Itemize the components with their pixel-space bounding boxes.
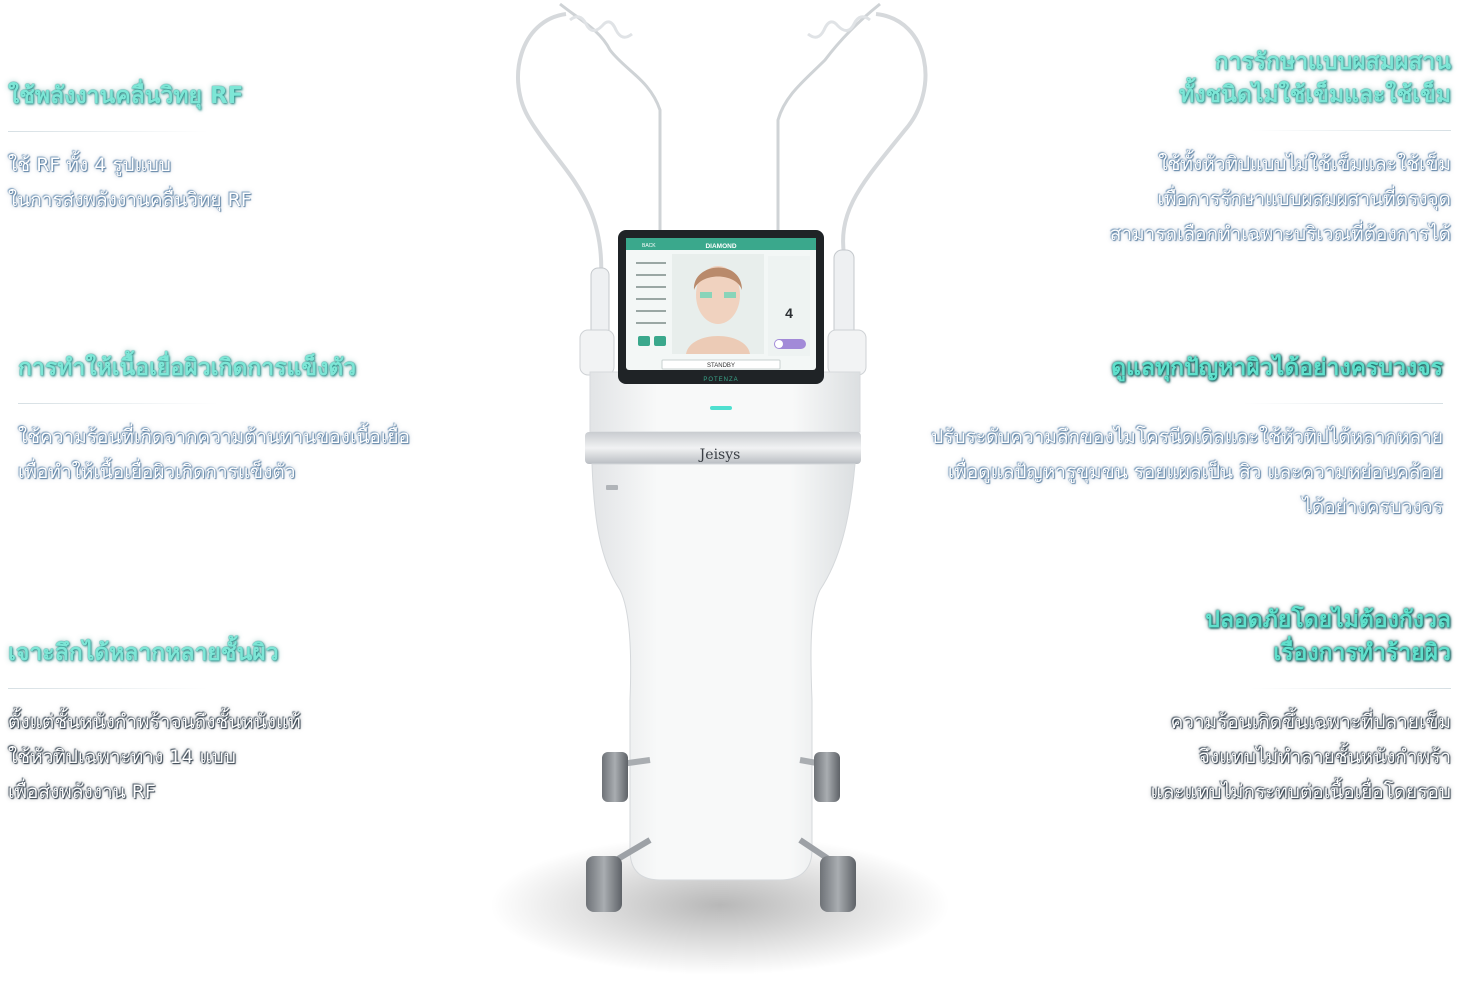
feature-line: เพื่อทำให้เนื้อเยื่อผิวเกิดการแข็งตัว: [18, 461, 296, 483]
treatment-zone-left: [700, 292, 712, 298]
feature-coagulation: การทำให้เนื้อเยื่อผิวเกิดการแข็งตัว ใช้ค…: [18, 352, 410, 490]
feature-line: เพื่อส่งพลังงาน RF: [8, 781, 156, 803]
coil-loops-left: [569, 15, 633, 39]
screen-left-settings: [636, 262, 666, 324]
feature-title-line: การรักษาแบบผสมผสาน: [1214, 49, 1451, 75]
feature-title: ใช้พลังงานคลื่นวิทยุ RF: [8, 83, 244, 109]
coil-loops-right: [807, 15, 871, 39]
feature-description: ปรับระดับความลึกของไมโครนีดเดิลและใช้หัว…: [931, 420, 1443, 525]
coiled-cable-left: [559, 2, 662, 230]
screen-header-bar: [626, 238, 816, 250]
feature-line: และแทบไม่กระทบต่อเนื้อเยื่อโดยรอบ: [1150, 781, 1451, 803]
feature-line: ใช้ความร้อนที่เกิดจากความต้านทานของเนื้อ…: [18, 426, 410, 448]
screen-tip-button-2[interactable]: [654, 336, 666, 346]
feature-divider: [1243, 403, 1443, 404]
feature-divider: [18, 403, 218, 404]
screen-back-label: BACK: [642, 243, 656, 249]
product-logo: POTENZA: [703, 377, 738, 383]
feature-line: ได้อย่างครบวงจร: [1302, 496, 1443, 518]
face-illustration: [696, 266, 740, 324]
feature-title: เจาะลึกได้หลากหลายชั้นผิว: [8, 640, 279, 666]
handpiece-left: [590, 267, 610, 339]
handpiece-cable-left: [516, 12, 604, 291]
wheel-front-right: [820, 856, 856, 912]
feature-description: ความร้อนเกิดขึ้นเฉพาะที่ปลายเข็ม จึงแทบไ…: [1150, 705, 1451, 810]
feature-line: ตั้งแต่ชั้นหนังกำพร้าจนถึงชั้นหนังแท้: [8, 711, 301, 733]
feature-safety: ปลอดภัยโดยไม่ต้องกังวล เรื่องการทำร้ายผิ…: [1150, 604, 1451, 810]
feature-description: ใช้ RF ทั้ง 4 รูปแบบ ในการส่งพลังงานคลื่…: [8, 148, 252, 218]
face-hair: [693, 267, 742, 290]
feature-title-line: เรื่องการทำร้ายผิว: [1273, 640, 1451, 666]
handpiece-holder-left: [579, 329, 615, 376]
feature-divider: [8, 131, 208, 132]
screen-tip-button-1[interactable]: [638, 336, 650, 346]
feature-rf-energy: ใช้พลังงานคลื่นวิทยุ RF ใช้ RF ทั้ง 4 รู…: [8, 80, 252, 218]
screen-mode-label: DIAMOND: [705, 243, 736, 250]
feature-line: เพื่อการรักษาแบบผสมผสานที่ตรงจุด: [1157, 188, 1451, 210]
screen-status-bar: [661, 359, 781, 370]
feature-line: เพื่อดูแลปัญหารูขุมขน รอยแผลเป็น สิว และ…: [947, 461, 1443, 483]
feature-title-line: ทั้งชนิดไม่ใช้เข็มและใช้เข็ม: [1179, 82, 1451, 108]
feature-title-line: ปลอดภัยโดยไม่ต้องกังวล: [1205, 607, 1451, 633]
feature-line: ปรับระดับความลึกของไมโครนีดเดิลและใช้หัว…: [931, 426, 1443, 448]
feature-line: ใช้หัวทิปเฉพาะทาง 14 แบบ: [8, 746, 236, 768]
brand-band: [585, 432, 861, 464]
wheel-back-right: [814, 752, 840, 802]
body-label: [606, 485, 618, 490]
feature-divider: [1251, 688, 1451, 689]
wheel-front-left: [586, 856, 622, 912]
depth-value: 4: [785, 305, 793, 321]
feature-title-line: ดูแลทุกปัญหาผิวได้อย่างครบวงจร: [1111, 355, 1443, 381]
feature-description: ตั้งแต่ชั้นหนังกำพร้าจนถึงชั้นหนังแท้ ใช…: [8, 705, 301, 810]
feature-line: จึงแทบไม่ทำลายชั้นหนังกำพร้า: [1198, 746, 1451, 768]
coiled-cable-right: [776, 2, 881, 230]
feature-comprehensive-care: ดูแลทุกปัญหาผิวได้อย่างครบวงจร ปรับระดับ…: [931, 352, 1443, 525]
status-light: [710, 406, 732, 410]
face-shoulders: [686, 336, 750, 354]
feature-line: สามารถเลือกทำเฉพาะบริเวณที่ต้องการได้: [1109, 223, 1451, 245]
brand-logo: Jeisys: [698, 447, 741, 463]
device-body: [591, 463, 856, 881]
feature-line: ในการส่งพลังงานคลื่นวิทยุ RF: [8, 189, 252, 211]
feature-line: ความร้อนเกิดขึ้นเฉพาะที่ปลายเข็ม: [1170, 711, 1451, 733]
feature-divider: [8, 688, 208, 689]
feature-multi-depth: เจาะลึกได้หลากหลายชั้นผิว ตั้งแต่ชั้นหนั…: [8, 637, 301, 810]
feature-description: ใช้ความร้อนที่เกิดจากความต้านทานของเนื้อ…: [18, 420, 410, 490]
feature-combined-treatment: การรักษาแบบผสมผสาน ทั้งชนิดไม่ใช้เข็มและ…: [1110, 46, 1451, 252]
screen-toggle-knob: [775, 340, 783, 348]
handpiece-holder-right: [827, 329, 867, 376]
potenza-device-illustration: Jeisys BACK DIAMOND 4 STANDBY POTENZA: [490, 2, 950, 975]
feature-line: ใช้ RF ทั้ง 4 รูปแบบ: [8, 154, 171, 176]
feature-description: ใช้ทั้งหัวทิปแบบไม่ใช้เข็มและใช้เข็ม เพื…: [1110, 147, 1451, 252]
feature-title: การทำให้เนื้อเยื่อผิวเกิดการแข็งตัว: [18, 355, 357, 381]
wheel-back-left: [602, 752, 628, 802]
feature-divider: [1251, 130, 1451, 131]
feature-line: ใช้ทั้งหัวทิปแบบไม่ใช้เข็มและใช้เข็ม: [1158, 153, 1451, 175]
treatment-zone-right: [724, 292, 736, 298]
screen-status-label: STANDBY: [707, 363, 735, 369]
handpiece-cable-right: [841, 12, 928, 261]
